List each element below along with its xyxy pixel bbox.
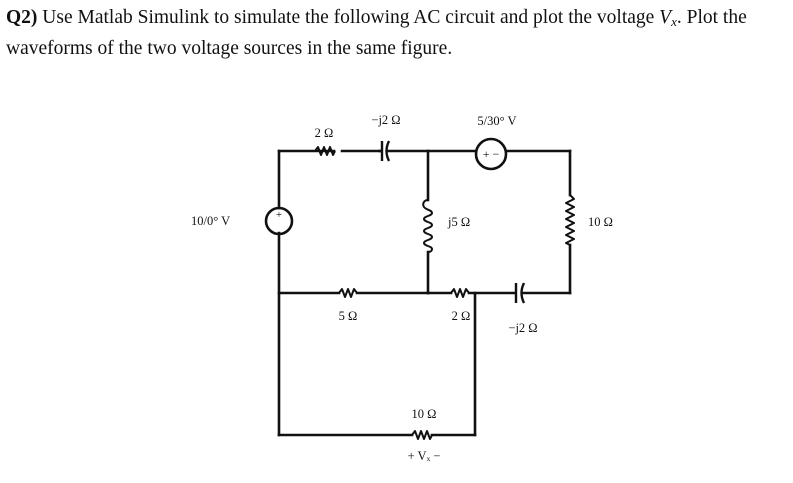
label-c-top-left: −j2 Ω bbox=[371, 113, 400, 127]
label-l-middle: j5 Ω bbox=[447, 215, 470, 229]
circuit-wires bbox=[277, 149, 572, 437]
source-left-sign: + bbox=[276, 209, 282, 221]
capacitor-mid-right bbox=[514, 282, 526, 304]
question-body-b: . Plot the waveforms of the two voltage … bbox=[6, 7, 747, 59]
label-r-mid-right: 2 Ω bbox=[452, 309, 471, 323]
label-r-mid-left: 5 Ω bbox=[339, 309, 358, 323]
label-c-mid-right: −j2 Ω bbox=[508, 321, 537, 335]
label-source-top: 5/30° V bbox=[477, 114, 516, 128]
inductor-middle bbox=[422, 199, 433, 253]
vx-subscript: x bbox=[671, 14, 677, 29]
question-number: Q2) bbox=[6, 7, 38, 28]
label-r-bottom: 10 Ω bbox=[412, 407, 437, 421]
voltage-source-top bbox=[474, 137, 508, 171]
resistor-right bbox=[565, 194, 575, 246]
question-body-a: Use Matlab Simulink to simulate the foll… bbox=[37, 7, 660, 28]
label-source-left: 10/0° V bbox=[191, 214, 230, 228]
resistor-top-left bbox=[314, 146, 336, 156]
source-top-sign: + − bbox=[483, 147, 500, 161]
resistor-bottom bbox=[411, 430, 433, 440]
label-r-top-left: 2 Ω bbox=[315, 126, 334, 140]
capacitor-top-left bbox=[378, 140, 391, 162]
label-vx: + Vₓ − bbox=[408, 449, 441, 463]
vx-symbol: V bbox=[659, 7, 672, 28]
resistor-mid-right bbox=[450, 288, 470, 298]
resistor-mid-left bbox=[338, 288, 358, 298]
question-text: Q2) Use Matlab Simulink to simulate the … bbox=[6, 4, 788, 62]
label-r-right: 10 Ω bbox=[588, 215, 613, 229]
voltage-source-left bbox=[264, 206, 294, 236]
